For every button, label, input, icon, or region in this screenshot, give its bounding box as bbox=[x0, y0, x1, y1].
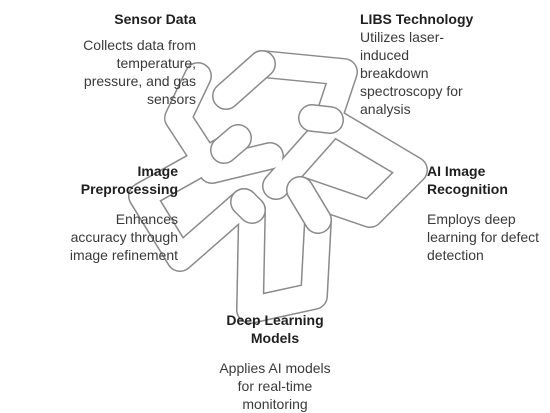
image-preprocessing-desc-line: image refinement bbox=[69, 247, 178, 263]
deep-learning-models-title-line: Models bbox=[250, 330, 300, 346]
libs-desc-line: spectroscopy for bbox=[360, 83, 463, 99]
ai-image-recognition-desc-line: Employs deep bbox=[427, 211, 516, 227]
deep-learning-models-desc-line: Applies AI models bbox=[219, 360, 331, 376]
knot-fill-layer bbox=[129, 51, 427, 323]
image-preprocessing-title-line: Preprocessing bbox=[80, 181, 178, 197]
sensor-data-desc-line: sensors bbox=[146, 91, 196, 107]
ai-image-recognition-node: AI Image Recognition Employs deep learni… bbox=[427, 162, 547, 264]
libs-desc-line: Utilizes laser- bbox=[360, 29, 445, 45]
knot-overpass-fill bbox=[211, 51, 343, 233]
deep-learning-models-title-line: Deep Learning bbox=[226, 312, 324, 328]
libs-desc-line: induced bbox=[360, 47, 410, 63]
ai-image-recognition-desc-line: learning for defect bbox=[427, 229, 540, 245]
image-preprocessing-title: Image Preprocessing bbox=[20, 162, 178, 198]
ai-image-recognition-description: Employs deep learning for defect detecti… bbox=[427, 210, 547, 264]
libs-desc-line: breakdown bbox=[360, 65, 429, 81]
image-preprocessing-node: Image Preprocessing Enhances accuracy th… bbox=[20, 162, 178, 264]
image-preprocessing-desc-line: accuracy through bbox=[70, 229, 178, 245]
deep-learning-models-desc-line: monitoring bbox=[242, 396, 308, 412]
ai-image-recognition-title: AI Image Recognition bbox=[427, 162, 547, 198]
sensor-data-title: Sensor Data bbox=[114, 11, 196, 27]
sensor-data-description: Collects data from temperature, pressure… bbox=[36, 36, 196, 108]
deep-learning-models-node: Deep Learning Models Applies AI models f… bbox=[180, 311, 370, 413]
image-preprocessing-title-line: Image bbox=[137, 163, 178, 179]
sensor-data-node: Sensor Data Collects data from temperatu… bbox=[36, 10, 196, 108]
image-preprocessing-desc-line: Enhances bbox=[115, 211, 178, 227]
libs-desc-line: analysis bbox=[360, 101, 411, 117]
image-preprocessing-description: Enhances accuracy through image refineme… bbox=[20, 210, 178, 264]
deep-learning-models-description: Applies AI models for real-time monitori… bbox=[180, 359, 370, 413]
libs-technology-node: LIBS Technology Utilizes laser- induced … bbox=[360, 10, 545, 118]
libs-technology-title: LIBS Technology bbox=[360, 11, 474, 27]
ai-image-recognition-desc-line: detection bbox=[427, 247, 484, 263]
sensor-data-desc-line: temperature, bbox=[116, 55, 196, 71]
deep-learning-models-title: Deep Learning Models bbox=[180, 311, 370, 347]
ai-image-recognition-title-line: AI Image bbox=[427, 163, 486, 179]
libs-technology-description: Utilizes laser- induced breakdown spectr… bbox=[360, 28, 545, 118]
deep-learning-models-desc-line: for real-time bbox=[237, 378, 313, 394]
sensor-data-desc-line: pressure, and gas bbox=[83, 73, 196, 89]
sensor-data-desc-line: Collects data from bbox=[83, 37, 196, 53]
ai-image-recognition-title-line: Recognition bbox=[427, 181, 508, 197]
